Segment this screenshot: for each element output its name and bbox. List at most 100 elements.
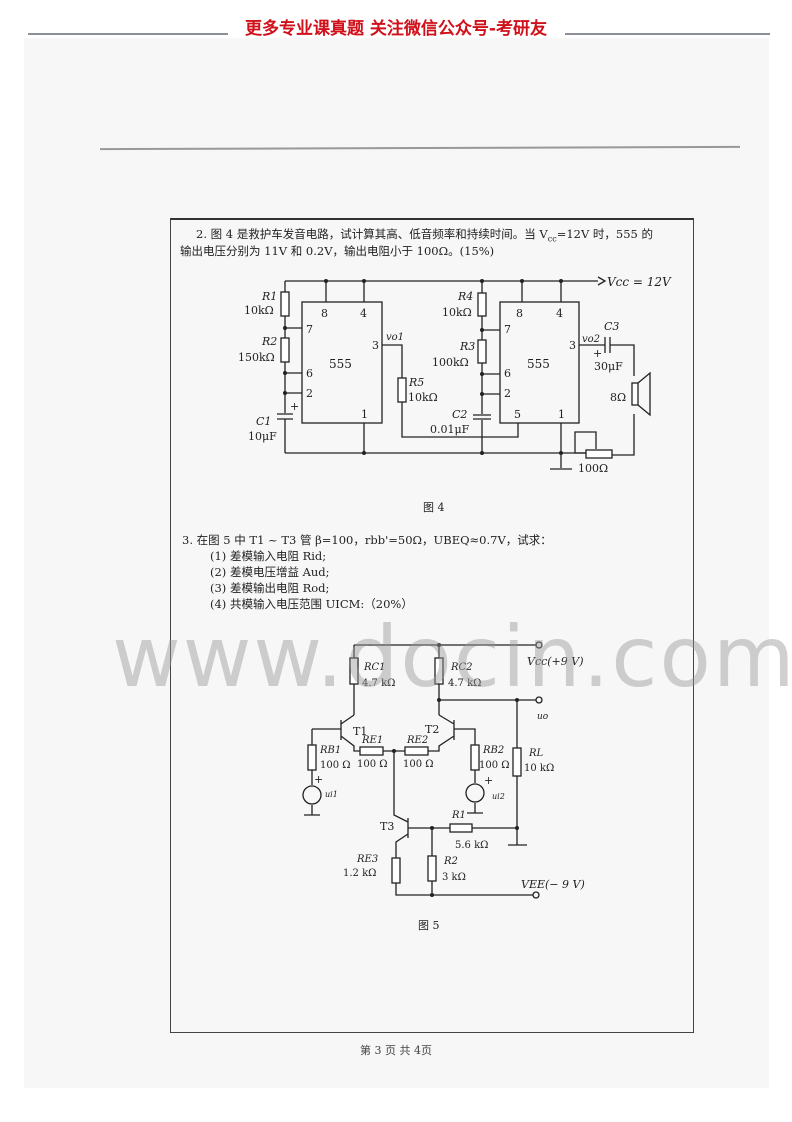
circuit-node bbox=[465, 783, 485, 803]
circuit-wire bbox=[382, 344, 519, 438]
component-body bbox=[359, 746, 384, 756]
circuit-node bbox=[480, 451, 484, 455]
circuit-label: RE3 bbox=[356, 854, 378, 865]
circuit-label: RE1 bbox=[361, 735, 383, 746]
q3-item-3: (3) 差模输出电阻 Rod; bbox=[210, 581, 330, 595]
component-body bbox=[434, 657, 444, 685]
circuit-label: RB2 bbox=[482, 745, 504, 756]
circuit-label: 100Ω bbox=[578, 462, 608, 475]
circuit-label: R3 bbox=[459, 340, 475, 353]
circuit-label: 8 bbox=[516, 307, 523, 320]
circuit-label: 图 4 bbox=[423, 501, 445, 514]
circuit-label: 100kΩ bbox=[432, 356, 469, 369]
component-body bbox=[470, 744, 480, 771]
component-body bbox=[427, 855, 437, 882]
circuit-label: vo2 bbox=[582, 334, 600, 345]
circuit-node bbox=[480, 328, 484, 332]
circuit-label: C1 bbox=[256, 415, 271, 428]
circuit-label: 7 bbox=[306, 323, 313, 336]
component-body bbox=[473, 414, 491, 420]
circuit-label: RC2 bbox=[450, 662, 473, 673]
circuit-label: 图 5 bbox=[418, 919, 440, 932]
circuit-node bbox=[302, 785, 322, 805]
circuit-label: R5 bbox=[408, 376, 424, 389]
q3-line1: 3. 在图 5 中 T1 ~ T3 管 β=100，rbb'=50Ω，UBEQ≈… bbox=[182, 533, 552, 547]
circuit-wire bbox=[604, 337, 611, 353]
circuit-label: T3 bbox=[380, 820, 394, 833]
circuit-label: 10kΩ bbox=[244, 304, 274, 317]
circuit-wire bbox=[285, 327, 302, 394]
circuit-label: 5.6 kΩ bbox=[455, 840, 488, 851]
circuit-label: 4.7 kΩ bbox=[362, 678, 395, 689]
circuit-label: RE2 bbox=[406, 735, 428, 746]
circuit-node bbox=[480, 392, 484, 396]
circuit-label: RC1 bbox=[363, 662, 386, 673]
circuit-label: 7 bbox=[504, 323, 511, 336]
circuit-label: RB1 bbox=[319, 745, 341, 756]
circuit-node bbox=[362, 279, 366, 283]
circuit-label: 0.01μF bbox=[430, 423, 470, 436]
circuit-label: 1 bbox=[558, 408, 565, 421]
circuit-label: 6 bbox=[306, 367, 313, 380]
circuit-node bbox=[520, 279, 524, 283]
circuit-node bbox=[430, 893, 434, 897]
scanned-page bbox=[24, 38, 769, 1088]
circuit-wire bbox=[473, 414, 491, 420]
circuit-label: T1 bbox=[353, 725, 367, 738]
circuit-label: 2 bbox=[306, 387, 313, 400]
component-body bbox=[477, 339, 487, 364]
circuit-label: 10kΩ bbox=[408, 391, 438, 404]
component-body bbox=[449, 823, 473, 833]
circuit-wire bbox=[637, 371, 651, 417]
circuit-wire bbox=[393, 751, 533, 896]
circuit-label: 2. 图 4 是救护车发音电路，试计算其高、低音频率和持续时间。当 V bbox=[196, 227, 548, 241]
circuit-label: T2 bbox=[425, 723, 439, 736]
circuit-label: =12V 时，555 的 bbox=[556, 227, 654, 241]
q2-line2: 输出电压分别为 11V 和 0.2V，输出电阻小于 100Ω。(15%) bbox=[180, 244, 495, 258]
circuit-label: 555 bbox=[527, 357, 550, 371]
circuit-node bbox=[535, 696, 543, 704]
banner-divider bbox=[28, 33, 228, 35]
circuit-label: R2 bbox=[443, 856, 458, 867]
circuit-label: 100 Ω bbox=[357, 759, 388, 770]
circuit-wire bbox=[521, 281, 562, 302]
circuit-wire bbox=[481, 281, 562, 468]
circuit-label: cc bbox=[547, 234, 557, 244]
component-body bbox=[404, 746, 429, 756]
circuit-label: Vcc = 12V bbox=[607, 275, 672, 289]
circuit-label: 30μF bbox=[594, 360, 623, 373]
circuit-label: RL bbox=[528, 748, 544, 759]
circuit-label: 1.2 kΩ bbox=[343, 868, 376, 879]
circuit-label: + bbox=[314, 773, 323, 786]
circuit-label: 4 bbox=[360, 307, 367, 320]
circuit-label: C2 bbox=[452, 408, 467, 421]
circuit-label: 1 bbox=[361, 408, 368, 421]
circuit-node bbox=[430, 826, 434, 830]
circuit-node bbox=[480, 372, 484, 376]
q2-line1: 2. 图 4 是救护车发音电路，试计算其高、低音频率和持续时间。当 Vcc=12… bbox=[196, 226, 653, 247]
circuit-node bbox=[437, 698, 441, 702]
circuit-label: 8Ω bbox=[610, 391, 626, 404]
circuit-label: uo bbox=[537, 712, 549, 722]
component-body bbox=[280, 337, 290, 363]
circuit-label: 100 Ω bbox=[479, 760, 510, 771]
circuit-wire bbox=[285, 423, 590, 454]
promo-banner: 更多专业课真题 关注微信公众号-考研友 bbox=[245, 19, 547, 39]
circuit-node bbox=[283, 326, 287, 330]
circuit-label: 4 bbox=[556, 307, 563, 320]
component-body bbox=[631, 382, 639, 406]
circuit-node bbox=[283, 371, 287, 375]
circuit-label: 6 bbox=[504, 367, 511, 380]
circuit-label: 3 bbox=[372, 339, 379, 352]
circuit-label: + bbox=[593, 347, 602, 360]
circuit-label: 150kΩ bbox=[238, 351, 275, 364]
component-body bbox=[391, 857, 401, 884]
circuit-node bbox=[515, 826, 519, 830]
circuit-node bbox=[324, 279, 328, 283]
circuit-label: VEE(− 9 V) bbox=[521, 878, 585, 891]
circuit-label: 4.7 kΩ bbox=[448, 678, 481, 689]
circuit-wire bbox=[277, 413, 293, 420]
circuit-node bbox=[559, 451, 563, 455]
circuit-node bbox=[362, 451, 366, 455]
circuit-label: 100 Ω bbox=[320, 760, 351, 771]
